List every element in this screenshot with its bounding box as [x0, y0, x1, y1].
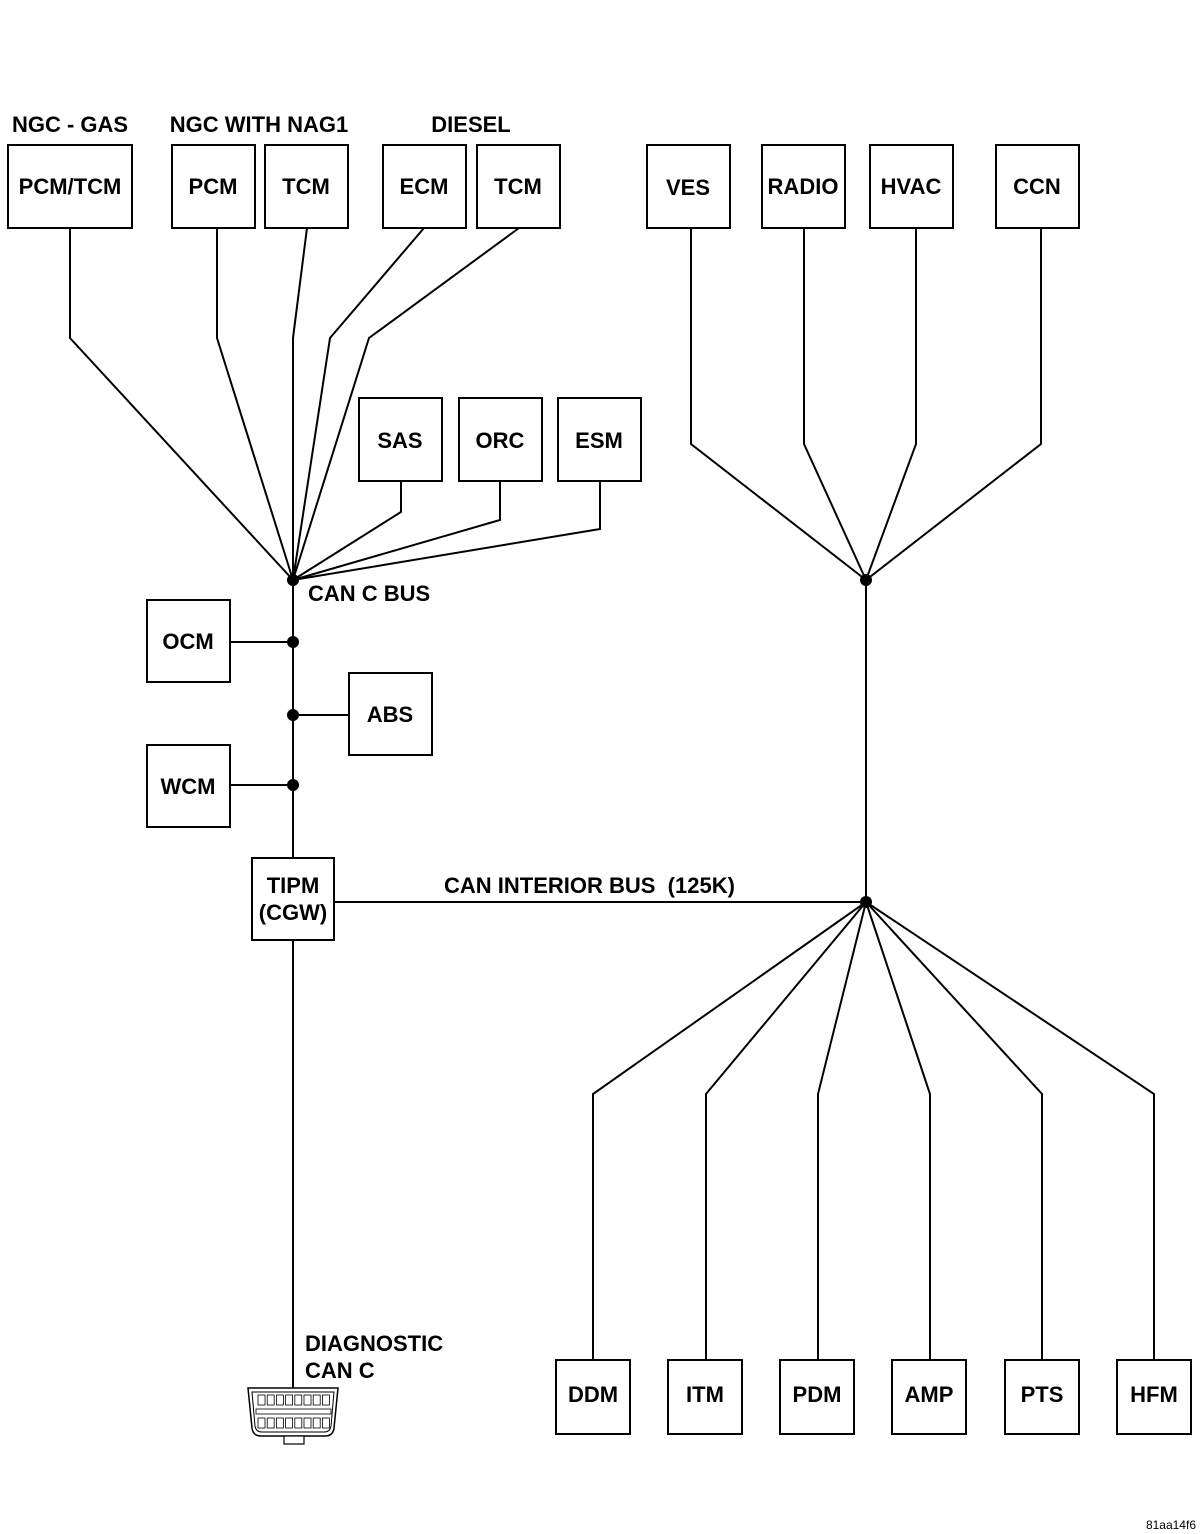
wire-ves — [690, 228, 867, 581]
connector-pin — [257, 1394, 266, 1406]
module-pcm-label: PCM — [189, 174, 238, 199]
module-ves-label: VES — [666, 175, 710, 200]
wcm-junction — [287, 779, 299, 791]
wire-itm — [705, 901, 867, 1360]
figure-id: 81aa14f6 — [1146, 1518, 1196, 1532]
module-pdm: PDM — [779, 1359, 855, 1435]
module-pcm-tcm: PCM/TCM — [7, 144, 133, 229]
module-ddm-label: DDM — [568, 1382, 618, 1407]
body-upper-junction — [860, 574, 872, 586]
connector-pin — [321, 1394, 330, 1406]
header-diesel: DIESEL — [431, 112, 510, 137]
module-hvac-label: HVAC — [881, 174, 942, 199]
wire-pcm — [216, 228, 294, 581]
connector-pin — [303, 1417, 312, 1429]
diagnostic-label-1: DIAGNOSTIC — [305, 1331, 443, 1356]
module-pcm: PCM — [171, 144, 256, 229]
module-orc: ORC — [458, 397, 543, 482]
module-amp-label: AMP — [905, 1382, 954, 1407]
module-wcm: WCM — [146, 744, 231, 828]
can-c-bus-label: CAN C BUS — [308, 581, 430, 606]
wire-ddm — [592, 901, 867, 1360]
connector-pin — [285, 1417, 294, 1429]
wires — [69, 227, 1155, 1388]
ocm-junction — [287, 636, 299, 648]
wire-pdm — [817, 901, 867, 1360]
module-pts-label: PTS — [1021, 1382, 1064, 1407]
module-itm: ITM — [667, 1359, 743, 1435]
module-esm: ESM — [557, 397, 642, 482]
module-ocm: OCM — [146, 599, 231, 683]
wire-hvac — [865, 228, 917, 581]
module-sas-label: SAS — [377, 428, 422, 453]
connector-pin — [266, 1394, 275, 1406]
module-hfm: HFM — [1116, 1359, 1192, 1435]
wire-orc — [292, 481, 501, 581]
module-itm-label: ITM — [686, 1382, 724, 1407]
module-pts: PTS — [1004, 1359, 1080, 1435]
wire-ccn — [865, 228, 1042, 581]
wire-pcm-tcm — [69, 228, 294, 581]
module-tipm: TIPM (CGW) — [251, 857, 335, 941]
module-ccn: CCN — [995, 144, 1080, 229]
connector-pin — [294, 1394, 303, 1406]
wire-radio — [803, 228, 867, 581]
wire-tcm-diesel — [292, 227, 520, 581]
module-orc-label: ORC — [476, 428, 525, 453]
diagnostic-connector-icon — [247, 1387, 339, 1445]
module-ddm: DDM — [555, 1359, 631, 1435]
can-interior-bus-label: CAN INTERIOR BUS (125K) — [444, 873, 735, 898]
connector-pin — [303, 1394, 312, 1406]
module-ccn-label: CCN — [1013, 174, 1061, 199]
junctions — [287, 574, 872, 908]
header-ngc-nag1: NGC WITH NAG1 — [170, 112, 348, 137]
connector-pin — [285, 1394, 294, 1406]
connector-pin — [266, 1417, 275, 1429]
module-ocm-label: OCM — [162, 629, 213, 654]
module-tipm-label-1: TIPM — [267, 873, 320, 898]
module-wcm-label: WCM — [161, 774, 216, 799]
module-ecm: ECM — [382, 144, 467, 229]
module-tipm-label-2: (CGW) — [259, 900, 327, 925]
module-abs: ABS — [348, 672, 433, 756]
module-sas: SAS — [358, 397, 443, 482]
connector-pin — [312, 1417, 321, 1429]
module-tcm-nag1-label: TCM — [282, 174, 330, 199]
module-radio: RADIO — [761, 144, 846, 229]
connector-pin — [275, 1417, 284, 1429]
module-hfm-label: HFM — [1130, 1382, 1178, 1407]
wire-pts — [865, 901, 1043, 1360]
connector-pin — [275, 1394, 284, 1406]
can-c-junction — [287, 574, 299, 586]
module-tcm-diesel-label: TCM — [494, 174, 542, 199]
module-ves: VES — [646, 144, 731, 229]
interior-bus-junction — [860, 896, 872, 908]
wire-tcm-nag1 — [292, 227, 308, 580]
module-pcm-tcm-label: PCM/TCM — [19, 174, 122, 199]
module-ecm-label: ECM — [400, 174, 449, 199]
module-amp: AMP — [891, 1359, 967, 1435]
wire-sas — [292, 481, 402, 581]
module-radio-label: RADIO — [768, 174, 839, 199]
wire-esm — [292, 481, 601, 581]
connector-pin — [257, 1417, 266, 1429]
module-tcm-nag1: TCM — [264, 144, 349, 229]
module-esm-label: ESM — [575, 428, 623, 453]
connector-pin — [294, 1417, 303, 1429]
module-hvac: HVAC — [869, 144, 954, 229]
header-ngc-gas: NGC - GAS — [12, 112, 128, 137]
module-pdm-label: PDM — [793, 1382, 842, 1407]
connector-pin — [312, 1394, 321, 1406]
connector-pin — [321, 1417, 330, 1429]
wire-hfm — [865, 901, 1155, 1360]
wire-amp — [865, 901, 931, 1360]
module-tcm-diesel: TCM — [476, 144, 561, 229]
module-abs-label: ABS — [367, 702, 413, 727]
diagnostic-label-2: CAN C — [305, 1358, 375, 1383]
wire-ecm — [292, 227, 425, 581]
abs-junction — [287, 709, 299, 721]
